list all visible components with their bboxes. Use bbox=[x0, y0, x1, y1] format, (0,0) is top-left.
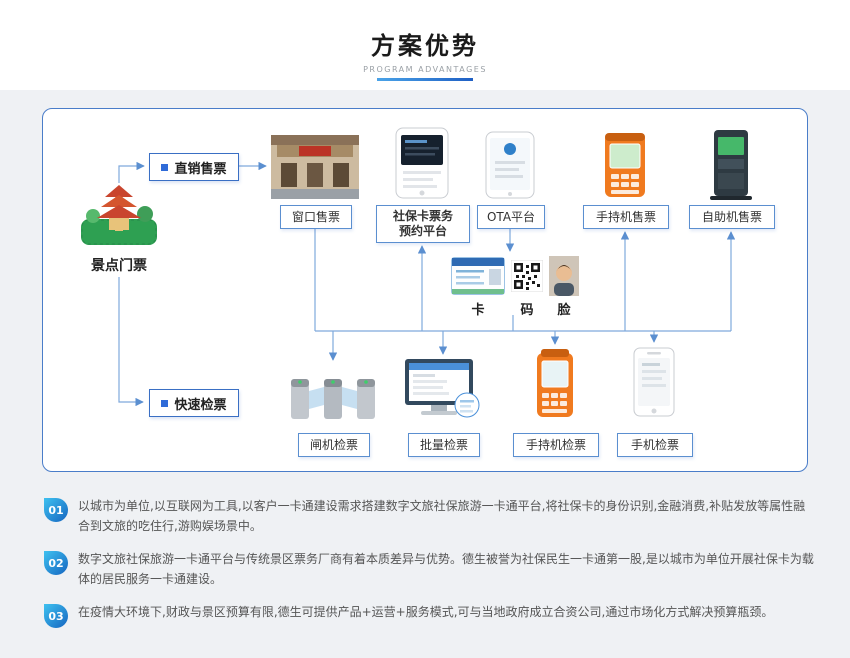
direct-sales-label: 直销售票 bbox=[174, 161, 227, 177]
ssc-app-phone-image bbox=[395, 127, 449, 199]
qr-code-image bbox=[511, 260, 543, 292]
diagram-panel: 景点门票 直销售票 快速检票 bbox=[42, 108, 808, 472]
sell-channel-ota: OTA平台 bbox=[477, 205, 545, 229]
ssc-platform-line1: 社保卡票务 bbox=[392, 209, 453, 223]
ota-phone-image bbox=[485, 131, 535, 199]
page-subtitle: PROGRAM ADVANTAGES bbox=[363, 65, 487, 74]
advantage-badge-1: 01 bbox=[44, 498, 68, 522]
advantage-row-1: 01 以城市为单位,以互联网为工具,以客户一卡通建设需求搭建数字文旅社保旅游一卡… bbox=[44, 496, 816, 537]
advantage-badge-3: 03 bbox=[44, 604, 68, 628]
advantage-text-3: 在疫情大环境下,财政与景区预算有限,德生可提供产品+运营+服务模式,可与当地政府… bbox=[78, 605, 774, 619]
advantage-badge-2: 02 bbox=[44, 551, 68, 575]
advantage-text-2: 数字文旅社保旅游一卡通平台与传统景区票务厂商有着本质差异与优势。德生被誉为社保民… bbox=[78, 552, 814, 587]
ticket-office-image bbox=[271, 135, 359, 199]
sell-channel-handheld: 手持机售票 bbox=[583, 205, 669, 229]
sell-channel-ssc-platform: 社保卡票务 预约平台 bbox=[376, 205, 470, 243]
advantage-row-2: 02 数字文旅社保旅游一卡通平台与传统景区票务厂商有着本质差异与优势。德生被誉为… bbox=[44, 549, 816, 590]
fast-check-label: 快速检票 bbox=[174, 397, 227, 413]
sell-channel-window: 窗口售票 bbox=[280, 205, 352, 229]
handheld-pos-sell-image bbox=[603, 131, 647, 199]
scenic-ticket-label: 景点门票 bbox=[91, 258, 147, 274]
scenic-ticket-icon bbox=[79, 185, 159, 251]
handheld-pos-check-image bbox=[535, 349, 575, 421]
header: 方案优势 PROGRAM ADVANTAGES bbox=[0, 0, 850, 90]
fast-check-box: 快速检票 bbox=[149, 389, 239, 417]
check-channel-mobile: 手机检票 bbox=[617, 433, 693, 457]
title-underline bbox=[377, 78, 473, 81]
page-title: 方案优势 bbox=[371, 32, 479, 60]
mobile-check-phone-image bbox=[633, 347, 675, 417]
check-channel-batch: 批量检票 bbox=[408, 433, 480, 457]
square-bullet-icon bbox=[161, 163, 169, 171]
credential-face-label: 脸 bbox=[557, 303, 571, 318]
check-channel-handheld: 手持机检票 bbox=[513, 433, 599, 457]
social-security-card-image bbox=[451, 257, 505, 295]
credential-code-label: 码 bbox=[520, 303, 534, 318]
ssc-platform-line2: 预约平台 bbox=[398, 224, 447, 238]
turnstile-gate-image bbox=[289, 365, 377, 421]
direct-sales-box: 直销售票 bbox=[149, 153, 239, 181]
advantage-text-1: 以城市为单位,以互联网为工具,以客户一卡通建设需求搭建数字文旅社保旅游一卡通平台… bbox=[78, 499, 806, 534]
sell-channel-kiosk: 自助机售票 bbox=[689, 205, 775, 229]
check-channel-gate: 闸机检票 bbox=[298, 433, 370, 457]
square-bullet-icon bbox=[161, 399, 169, 407]
face-photo-image bbox=[549, 256, 579, 296]
advantage-row-3: 03 在疫情大环境下,财政与景区预算有限,德生可提供产品+运营+服务模式,可与当… bbox=[44, 602, 816, 628]
credential-card-label: 卡 bbox=[471, 303, 485, 318]
batch-check-monitor-image bbox=[403, 359, 483, 421]
kiosk-image bbox=[710, 129, 752, 201]
